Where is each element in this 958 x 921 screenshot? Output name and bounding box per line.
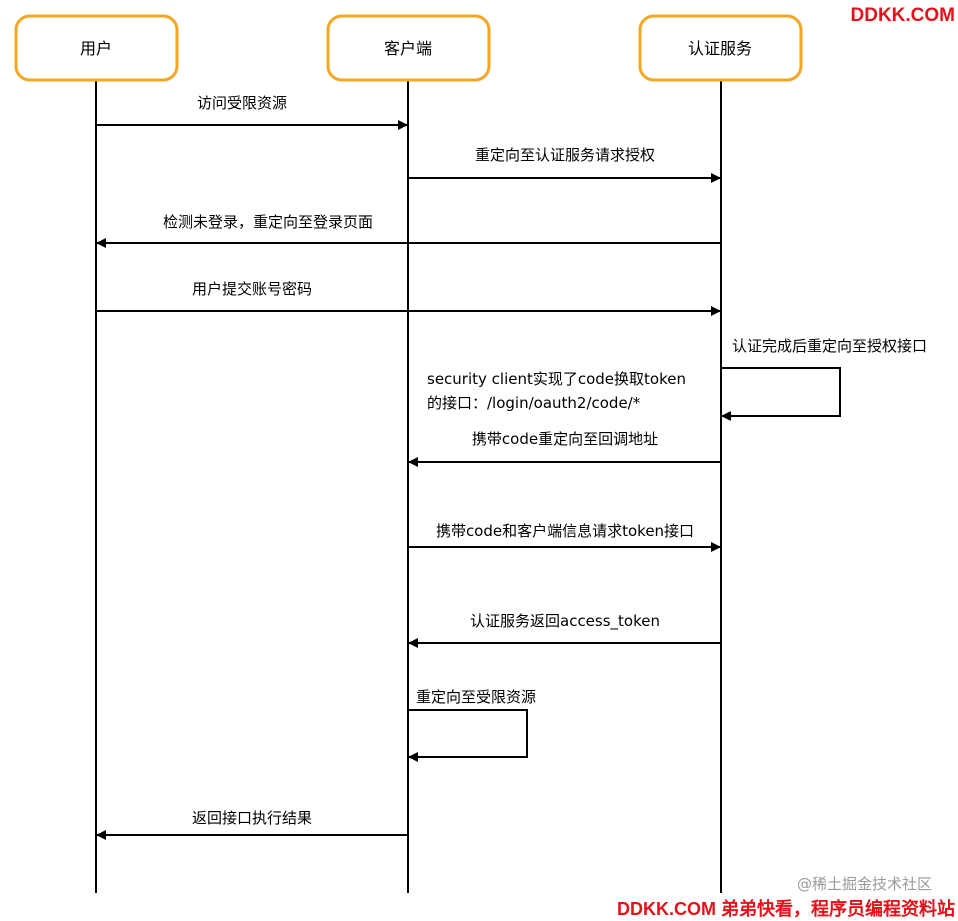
message-label-1: 访问受限资源 [197,94,287,112]
message-label-7: 携带code和客户端信息请求token接口 [436,522,694,540]
actor-box-user [14,14,179,82]
actor-box-client [326,14,491,82]
message-label-9: 重定向至受限资源 [416,688,536,706]
actor-label-user: 用户 [80,39,112,58]
actor-label-client: 客户端 [384,39,432,58]
message-label-10: 返回接口执行结果 [192,809,312,827]
watermark-bottom: DDKK.COM 弟弟快看，程序员编程资料站 [617,899,955,919]
message-arrow-5-self-loop [721,367,841,421]
message-label-4: 用户提交账号密码 [192,280,312,298]
message-label-2: 重定向至认证服务请求授权 [475,146,655,164]
message-arrow-9-self-loop [408,709,528,762]
message-label-8: 认证服务返回access_token [470,612,660,631]
watermark-juejin: @稀土掘金技术社区 [796,875,932,893]
actor-label-auth-service: 认证服务 [688,39,752,58]
watermark-top: DDKK.COM [850,5,956,26]
note-line-1: security client实现了code换取token [427,370,686,388]
note-line-2: 的接口：/login/oauth2/code/* [427,394,641,412]
actor-box-auth-service [638,14,803,82]
message-label-5: 认证完成后重定向至授权接口 [732,337,927,355]
message-label-3: 检测未登录，重定向至登录页面 [163,213,373,231]
message-label-6: 携带code重定向至回调地址 [472,430,658,448]
